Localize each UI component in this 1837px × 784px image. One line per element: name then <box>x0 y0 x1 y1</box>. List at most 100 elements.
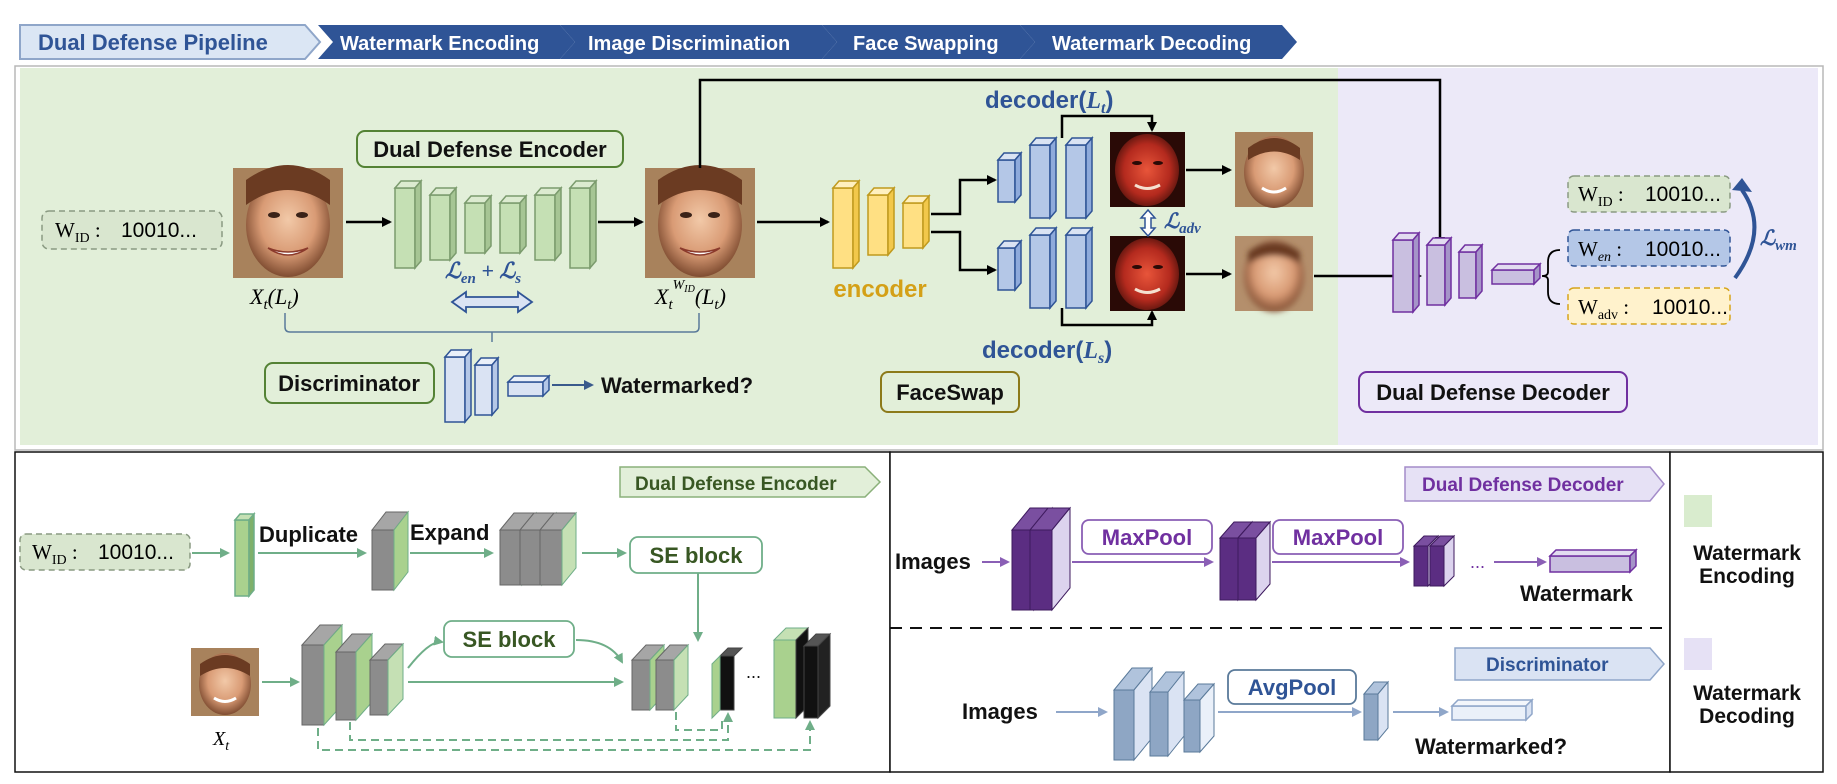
wid-input-value: 10010... <box>121 219 197 242</box>
wen-output-value: 10010... <box>1645 238 1721 261</box>
arrow-decoder-lt-top <box>1060 114 1157 138</box>
bl-tag: Dual Defense Encoder <box>635 474 837 495</box>
bl-final-blocks <box>772 626 832 720</box>
xt-label: Xt(Lt) <box>249 284 299 313</box>
faceswap-encoder-blocks <box>831 178 931 271</box>
wid-input-box <box>41 210 223 250</box>
bmt-output-bar <box>1548 548 1638 574</box>
top-panel-border <box>14 65 1824 451</box>
bmt-images: Images <box>895 549 971 574</box>
encoder-label: Dual Defense Encoder <box>373 137 607 162</box>
legend-swatch-encoding <box>1684 495 1712 527</box>
bmt-ellipsis: ... <box>1470 552 1485 572</box>
legend-decoding-line2: Decoding <box>1699 705 1795 728</box>
bl-ellipsis: ... <box>746 662 761 682</box>
dual-defense-encoder-blocks <box>393 178 598 271</box>
legend-swatch-decoding <box>1684 638 1712 670</box>
enc-block-5 <box>533 185 563 263</box>
legend-encoding-line2: Encoding <box>1699 565 1795 588</box>
decoder-ls-label: decoder(Ls) <box>982 337 1112 367</box>
bl-residual-1 <box>317 720 815 751</box>
wen-output-box <box>1567 229 1731 267</box>
legend: Watermark Encoding Watermark Decoding <box>1684 495 1801 728</box>
swapped-face-lt <box>1110 132 1185 207</box>
faceswap-label: FaceSwap <box>896 380 1004 405</box>
pipeline-step-1-box <box>318 25 575 59</box>
avgpool-box <box>1227 669 1357 705</box>
bl-conv-blocks <box>300 623 405 727</box>
watermarked-question: Watermarked? <box>601 373 753 398</box>
pipeline-step-2: Image Discrimination <box>588 33 790 55</box>
discriminator-label: Discriminator <box>278 371 420 396</box>
bmb-output-bar <box>1450 698 1534 722</box>
faceswap-encoder-label: encoder <box>833 276 926 303</box>
bmt-blocks-2 <box>1218 520 1272 602</box>
decoder-label-box <box>1358 371 1628 413</box>
bottom-mid-panel <box>889 451 1671 773</box>
decoder-ls-blocks <box>996 225 1094 311</box>
arrow-to-decoder-ls <box>931 230 997 275</box>
pipeline-step-4-box <box>1020 25 1297 59</box>
bmb-tag-box <box>1454 647 1665 681</box>
pipeline-step-2-box <box>560 25 837 59</box>
swapped-face-ls <box>1110 236 1185 311</box>
bmt-watermark: Watermark <box>1520 581 1634 606</box>
enc-block-4 <box>498 193 528 256</box>
enc-block-1 <box>393 178 423 271</box>
pipeline-title: Dual Defense Pipeline <box>38 30 268 55</box>
arrow-skip-to-decoder <box>698 78 1445 247</box>
pipeline-step-4: Watermark Decoding <box>1052 33 1251 55</box>
bl-xt-label: Xt <box>212 728 230 754</box>
bl-single-block <box>233 511 256 599</box>
pipeline-title-box <box>19 24 322 60</box>
bidirectional-arrow <box>450 290 534 314</box>
expand-label: Expand <box>410 520 489 545</box>
arrow-to-decoder-lt <box>931 175 997 216</box>
decoder-lt-blocks <box>996 135 1094 221</box>
loss-wm-arrowhead <box>1732 178 1752 192</box>
bmt-tag: Dual Defense Decoder <box>1422 475 1624 496</box>
bl-residual-3 <box>675 712 723 731</box>
face-image-xt <box>233 165 343 278</box>
se-block-1-box <box>629 536 763 574</box>
face-image-watermarked <box>645 165 755 278</box>
decoder-label: Dual Defense Decoder <box>1376 380 1610 405</box>
bmt-blocks-3 <box>1412 534 1456 588</box>
se-block-2: SE block <box>463 627 557 652</box>
legend-decoding-line1: Watermark <box>1693 682 1801 705</box>
bl-mid-blocks <box>630 643 744 720</box>
legend-encoding-line1: Watermark <box>1693 542 1801 565</box>
wen-output-label: Wen : <box>1578 237 1622 265</box>
maxpool-2-box <box>1272 519 1404 555</box>
loss-adv-arrow <box>1139 208 1157 238</box>
bl-tag-box <box>619 466 882 498</box>
loss-wm-arc <box>1733 188 1757 280</box>
pipeline-step-3-box <box>822 25 1035 59</box>
wid-output-box <box>1567 175 1731 213</box>
bmb-tag: Discriminator <box>1486 655 1609 676</box>
arrow-decoder-ls-bottom <box>1060 308 1157 327</box>
wadv-output-box <box>1567 287 1731 325</box>
bl-face-xt <box>191 648 259 716</box>
bmt-tag-box <box>1404 466 1665 502</box>
wadv-output-value: 10010... <box>1652 296 1728 319</box>
se-block-1: SE block <box>650 543 744 568</box>
loss-en-s: ℒen + ℒs <box>445 258 521 287</box>
bl-arrow-to-se2 <box>407 635 444 669</box>
bl-arrow-from-se2 <box>575 639 623 664</box>
avgpool: AvgPool <box>1248 675 1336 700</box>
bmb-images: Images <box>962 699 1038 724</box>
bmt-blocks-1 <box>1010 506 1072 612</box>
output-brace <box>1541 249 1561 305</box>
discriminator-label-box <box>264 362 435 404</box>
bmb-conv-blocks <box>1112 666 1216 762</box>
encoder-label-box <box>356 130 624 168</box>
bl-wid-value: 10010... <box>98 541 174 564</box>
enc-block-2 <box>428 185 458 263</box>
duplicate-label: Duplicate <box>259 522 358 547</box>
pipeline-step-1: Watermark Encoding <box>340 33 539 55</box>
output-face-lt <box>1235 132 1313 208</box>
bottom-left-panel <box>14 451 891 773</box>
maxpool-2: MaxPool <box>1293 525 1383 550</box>
